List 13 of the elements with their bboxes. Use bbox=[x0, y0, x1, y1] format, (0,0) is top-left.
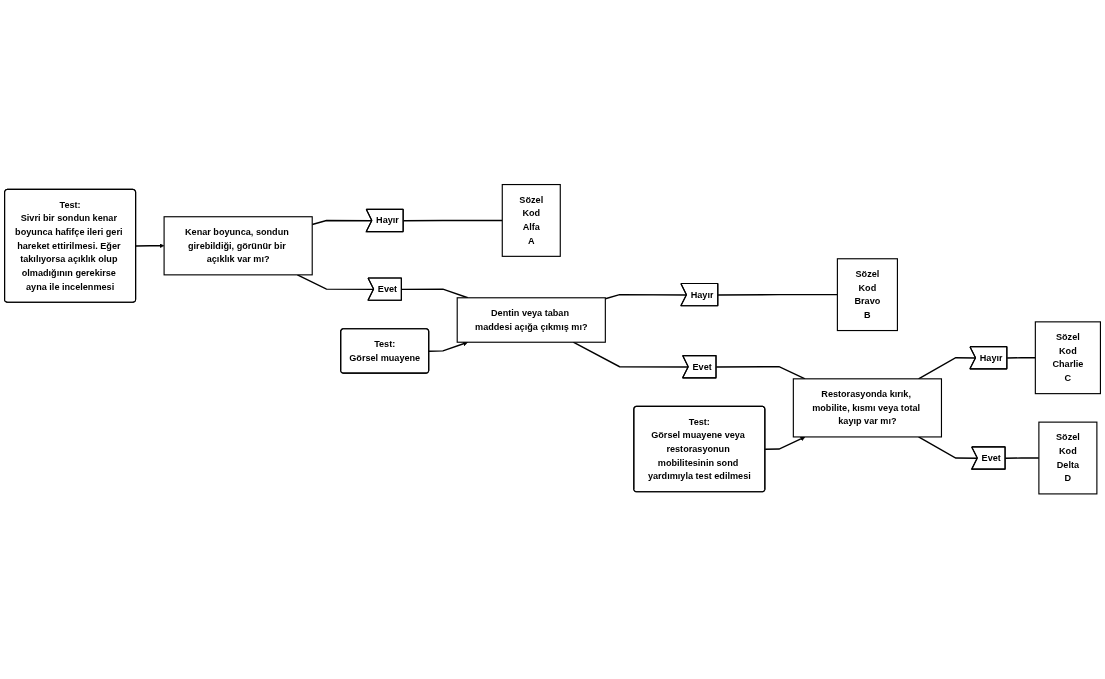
node-box: Kenar boyunca, sondun girebildiği, görünür bir açıklık var mı? bbox=[163, 216, 313, 276]
node-box: Dentin veya taban maddesi açığa çıkmış mı? bbox=[456, 297, 606, 344]
connector bbox=[402, 220, 503, 222]
node-box: Sözel Kod Delta D bbox=[1038, 421, 1098, 495]
arrow bbox=[135, 243, 165, 249]
node-box: Sözel Kod Bravo B bbox=[836, 258, 898, 332]
arrow bbox=[428, 341, 468, 353]
node-box: Restorasyonda kırık, mobilite, kısmı veya total kayıp var mı? bbox=[792, 378, 943, 438]
node-box: Sözel Kod Charlie C bbox=[1034, 321, 1101, 395]
connector bbox=[715, 366, 806, 380]
connector bbox=[400, 288, 469, 299]
arrow bbox=[764, 436, 806, 451]
node-box: Sözel Kod Alfa A bbox=[501, 184, 561, 258]
